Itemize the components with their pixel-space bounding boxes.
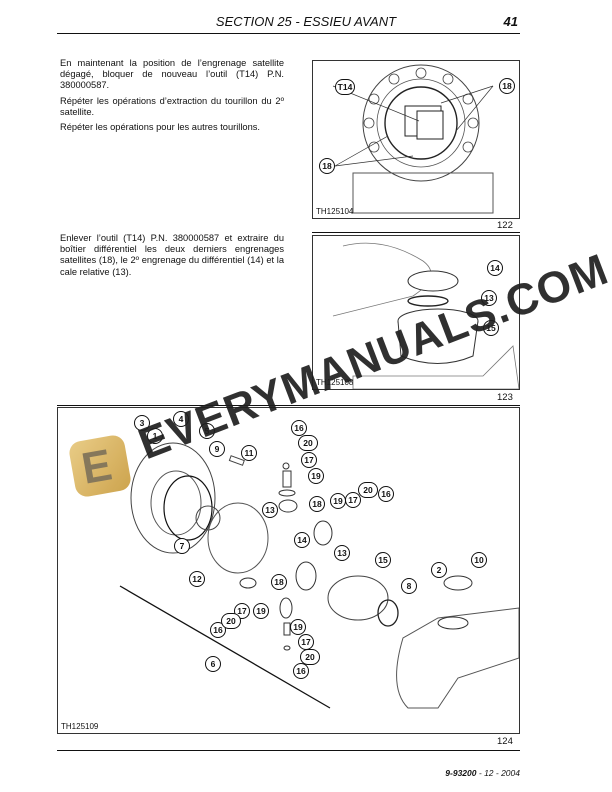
callout: 14 — [294, 532, 310, 548]
callout: 1 — [147, 428, 163, 444]
callout: 18 — [499, 78, 515, 94]
figure-number: 123 — [497, 392, 513, 403]
callout: 7 — [174, 538, 190, 554]
figure-rule — [57, 405, 520, 406]
callout: 16 — [291, 420, 307, 436]
callout: 20 — [221, 613, 241, 629]
callout: 9 — [209, 441, 225, 457]
header-rule — [57, 33, 520, 34]
figure-number: 124 — [497, 736, 513, 747]
callout: 11 — [241, 445, 257, 461]
callout: T14 — [335, 79, 355, 95]
instruction-block-1: En maintenant la position de l’engrenage… — [60, 58, 284, 137]
instruction-block-2: Enlever l’outil (T14) P.N. 380000587 et … — [60, 233, 284, 282]
figure-124: 3 1 4 5 9 11 16 20 17 19 18 19 17 20 16 … — [57, 407, 520, 734]
figure-rule — [57, 750, 520, 751]
callout: 16 — [293, 663, 309, 679]
callout: 8 — [401, 578, 417, 594]
callout: 18 — [319, 158, 335, 174]
figure-code: TH125109 — [61, 722, 99, 731]
page-header-title: SECTION 25 - ESSIEU AVANT — [215, 14, 397, 29]
callout: 17 — [298, 634, 314, 650]
page-number: 41 — [503, 14, 518, 29]
callout: 19 — [308, 468, 324, 484]
paragraph: En maintenant la position de l’engrenage… — [60, 58, 284, 91]
figure-123: 14 13 15 TH125108 — [312, 235, 520, 390]
callout: 16 — [378, 486, 394, 502]
callout: 19 — [330, 493, 346, 509]
callout: 10 — [471, 552, 487, 568]
callout: 18 — [309, 496, 325, 512]
callout: 2 — [431, 562, 447, 578]
callout: 19 — [253, 603, 269, 619]
callout: 17 — [345, 492, 361, 508]
callout: 20 — [358, 482, 378, 498]
callout: 13 — [481, 290, 497, 306]
callout: 17 — [301, 452, 317, 468]
callout: 13 — [262, 502, 278, 518]
differential-flange-illustration — [332, 64, 494, 214]
callout: 18 — [271, 574, 287, 590]
differential-housing-illustration — [332, 242, 519, 389]
figure-rule — [312, 232, 520, 233]
paragraph: Répéter les opérations pour les autres t… — [60, 122, 260, 133]
callout: 6 — [205, 656, 221, 672]
callout: 4 — [173, 411, 189, 427]
page-footer: 9-93200 - 12 - 2004 — [445, 768, 520, 778]
watermark-logo: E — [67, 433, 133, 499]
figure-number: 122 — [497, 220, 513, 231]
callout: 5 — [199, 423, 215, 439]
document-number: 9-93200 — [445, 768, 477, 778]
callout: 20 — [300, 649, 320, 665]
callout: 15 — [483, 320, 499, 336]
callout: 13 — [334, 545, 350, 561]
paragraph: Enlever l’outil (T14) P.N. 380000587 et … — [60, 233, 284, 277]
figure-code: TH125108 — [316, 378, 354, 387]
callout: 15 — [375, 552, 391, 568]
document-date: - 12 - 2004 — [478, 768, 520, 778]
callout: 3 — [134, 415, 150, 431]
callout: 14 — [487, 260, 503, 276]
paragraph: Répéter les opérations d’extraction du t… — [60, 95, 284, 117]
differential-exploded-view — [119, 442, 519, 709]
figure-code: TH125104 — [316, 207, 354, 216]
callout: 12 — [189, 571, 205, 587]
callout: 19 — [290, 619, 306, 635]
callout: 20 — [298, 435, 318, 451]
figure-122: T14 18 18 TH125104 — [312, 60, 520, 219]
